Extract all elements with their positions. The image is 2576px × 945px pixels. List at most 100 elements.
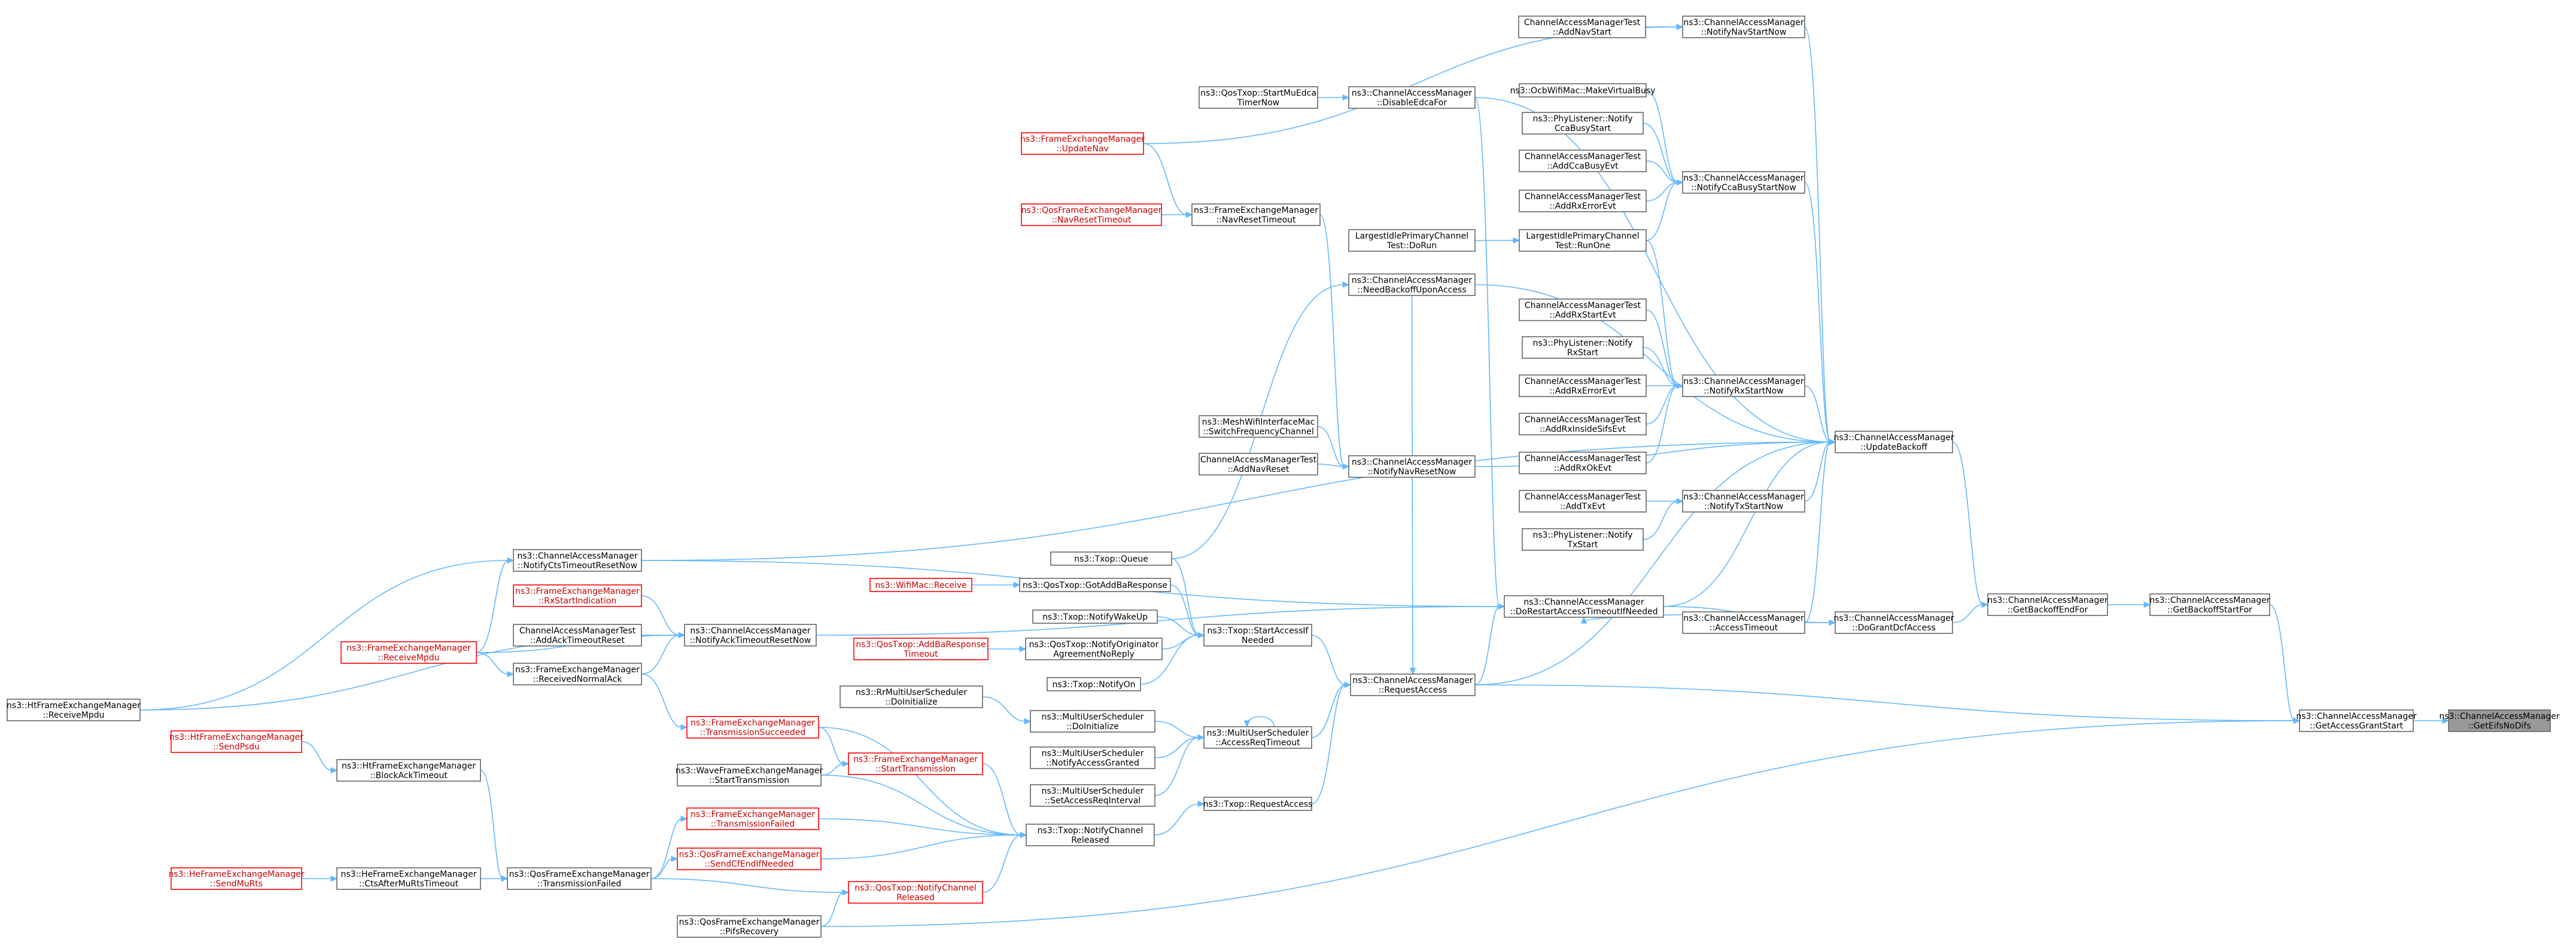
node-box <box>1050 551 1172 566</box>
call-edge <box>1804 438 1836 502</box>
graph-node[interactable]: ns3::MultiUserScheduler::SetAccessReqInt… <box>1030 784 1155 807</box>
graph-node[interactable]: ChannelAccessManagerTest::AddRxOkEvt <box>1519 452 1647 474</box>
node-label: ns3::ChannelAccessManager <box>1523 598 1644 607</box>
graph-node[interactable]: ns3::FrameExchangeManager::TransmissionF… <box>686 807 819 830</box>
node-label: ::StartTransmission <box>709 776 789 785</box>
node-label: ::AddRxErrorEvt <box>1549 386 1616 396</box>
graph-node[interactable]: ns3::FrameExchangeManager::ReceivedNorma… <box>513 663 642 685</box>
call-edge <box>2269 604 2301 724</box>
graph-node[interactable]: ChannelAccessManagerTest::AddAckTimeoutR… <box>513 624 642 647</box>
node-label: ns3::ChannelAccessManager <box>1683 377 1804 386</box>
graph-node[interactable]: ns3::ChannelAccessManager::GetAccessGran… <box>2296 709 2417 732</box>
graph-node[interactable]: ChannelAccessManagerTest::AddNavReset <box>1199 453 1318 475</box>
call-edge <box>1311 681 1352 804</box>
graph-node[interactable]: ns3::ChannelAccessManager::DoRestartAcce… <box>1504 595 1664 618</box>
graph-node[interactable]: ChannelAccessManagerTest::AddNavStart <box>1518 16 1646 38</box>
graph-node[interactable]: ns3::ChannelAccessManager::AccessTimeout <box>1682 611 1805 634</box>
call-edge <box>1154 800 1205 836</box>
graph-node[interactable]: ns3::QosFrameExchangeManager::Transmissi… <box>507 867 652 890</box>
graph-node[interactable]: ns3::ChannelAccessManager::NotifyCtsTime… <box>513 549 642 572</box>
graph-node[interactable]: ns3::ChannelAccessManager::NotifyTxStart… <box>1682 490 1805 513</box>
graph-node[interactable]: ns3::MultiUserScheduler::AccessReqTimeou… <box>1203 726 1312 749</box>
node-label: LargestIdlePrimaryChannel <box>1355 231 1468 241</box>
node-label: CcaBusyStart <box>1555 124 1611 133</box>
graph-node[interactable]: ChannelAccessManagerTest::AddCcaBusyEvt <box>1519 150 1647 172</box>
graph-node[interactable]: ns3::ChannelAccessManager::NeedBackoffUp… <box>1348 273 1476 296</box>
graph-node[interactable]: ns3::ChannelAccessManager::DoGrantDcfAcc… <box>1833 611 1954 634</box>
call-edge <box>139 557 515 711</box>
graph-node[interactable]: ns3::ChannelAccessManager::NotifyNavRese… <box>1348 455 1476 478</box>
call-edge <box>1311 635 1352 688</box>
graph-node[interactable]: ChannelAccessManagerTest::AddRxStartEvt <box>1519 298 1647 321</box>
graph-node[interactable]: ns3::Txop::NotifyWakeUp <box>1032 609 1158 624</box>
graph-node[interactable]: ns3::ChannelAccessManager::GetBackoffEnd… <box>1987 593 2108 616</box>
graph-node[interactable]: ns3::OcbWifiMac::MakeVirtualBusy <box>1510 83 1656 97</box>
call-edge <box>1646 382 1684 425</box>
node-label: ns3::ChannelAccessManager <box>517 551 638 561</box>
graph-node[interactable]: ns3::ChannelAccessManager::GetBackoffSta… <box>2149 593 2270 616</box>
graph-node[interactable]: ns3::MultiUserScheduler::NotifyAccessGra… <box>1030 746 1155 769</box>
graph-node[interactable]: ns3::WifiMac::Receive <box>869 578 972 592</box>
graph-node[interactable]: ns3::ChannelAccessManager::UpdateBackoff <box>1833 431 1954 453</box>
graph-node[interactable]: ns3::FrameExchangeManager::UpdateNav <box>1020 132 1145 155</box>
node-label: ns3::MultiUserScheduler <box>1207 728 1309 738</box>
graph-node[interactable]: ns3::ChannelAccessManager::RequestAccess <box>1350 673 1476 696</box>
graph-node[interactable]: ns3::FrameExchangeManager::ReceiveMpdu <box>340 641 477 664</box>
node-label: ::DoRestartAccessTimeoutIfNeeded <box>1510 607 1657 617</box>
node-label: ns3::ChannelAccessManager <box>2296 712 2417 721</box>
graph-node[interactable]: ns3::HtFrameExchangeManager::ReceiveMpdu <box>7 699 141 721</box>
graph-node[interactable]: ns3::ChannelAccessManager::NotifyNavStar… <box>1682 16 1805 38</box>
graph-node[interactable]: ns3::PhyListener::NotifyCcaBusyStart <box>1522 112 1644 135</box>
graph-node[interactable]: ns3::HeFrameExchangeManager::SendMuRts <box>168 867 305 890</box>
graph-node[interactable]: ChannelAccessManagerTest::AddRxErrorEvt <box>1519 190 1647 212</box>
graph-node[interactable]: ns3::HtFrameExchangeManager::SendPsdu <box>169 730 303 753</box>
graph-node[interactable]: ns3::QosTxop::GotAddBaResponse <box>1019 578 1171 592</box>
node-label: ChannelAccessManagerTest <box>1525 377 1641 386</box>
graph-node[interactable]: ns3::QosFrameExchangeManager::NavResetTi… <box>1021 203 1162 226</box>
graph-node[interactable]: ns3::Txop::Queue <box>1050 551 1172 566</box>
graph-node[interactable]: ns3::ChannelAccessManager::NotifyRxStart… <box>1682 374 1805 397</box>
call-edge <box>972 581 1021 589</box>
node-label: ns3::QosTxop::NotifyOriginator <box>1029 640 1159 650</box>
graph-node[interactable]: ns3::ChannelAccessManager::NotifyAckTime… <box>684 624 817 647</box>
graph-node[interactable]: ns3::QosTxop::NotifyOriginatorAgreementN… <box>1025 638 1163 660</box>
node-label: ::UpdateNav <box>1056 144 1108 154</box>
node-label: ChannelAccessManagerTest <box>1525 415 1641 425</box>
node-label: ns3::PhyListener::Notify <box>1532 531 1632 540</box>
graph-node[interactable]: ns3::Txop::NotifyOn <box>1047 677 1141 691</box>
graph-node[interactable]: ns3::QosFrameExchangeManager::PifsRecove… <box>677 915 822 938</box>
node-box <box>1350 673 1476 696</box>
graph-node[interactable]: ns3::MeshWifiInterfaceMac::SwitchFrequen… <box>1199 415 1318 438</box>
graph-node[interactable]: ns3::FrameExchangeManager::RxStartIndica… <box>513 584 642 607</box>
graph-node[interactable]: ns3::PhyListener::NotifyTxStart <box>1522 528 1644 551</box>
graph-node[interactable]: ns3::WaveFrameExchangeManager::StartTran… <box>676 764 823 787</box>
node-label: ns3::FrameExchangeManager <box>346 644 471 653</box>
graph-node[interactable]: ChannelAccessManagerTest::AddTxEvt <box>1519 490 1647 513</box>
graph-node[interactable]: ns3::RrMultiUserScheduler::DoInitialize <box>840 685 983 708</box>
graph-node[interactable]: ns3::FrameExchangeManager::NavResetTimeo… <box>1191 203 1321 226</box>
graph-node[interactable]: ns3::ChannelAccessManager::NotifyCcaBusy… <box>1682 171 1805 194</box>
graph-node[interactable]: ChannelAccessManagerTest::AddRxErrorEvt <box>1519 374 1647 397</box>
graph-node[interactable]: ns3::HeFrameExchangeManager::CtsAfterMuR… <box>336 867 481 890</box>
node-label: ::AddRxOkEvt <box>1554 464 1612 473</box>
graph-node[interactable]: ns3::FrameExchangeManager::TransmissionS… <box>686 716 819 739</box>
graph-node[interactable]: ns3::ChannelAccessManager::DisableEdcaFo… <box>1348 86 1476 109</box>
graph-node[interactable]: ns3::MultiUserScheduler::DoInitialize <box>1030 710 1155 733</box>
node-label: ::GetEifsNoDifs <box>2468 721 2531 731</box>
graph-node[interactable]: ns3::PhyListener::NotifyRxStart <box>1522 336 1644 359</box>
graph-node[interactable]: ns3::QosFrameExchangeManager::SendCfEndI… <box>677 848 822 870</box>
graph-node[interactable]: ns3::ChannelAccessManager::GetEifsNoDifs <box>2439 709 2560 732</box>
graph-node[interactable]: ns3::Txop::RequestAccess <box>1203 797 1313 811</box>
graph-node[interactable]: ns3::HtFrameExchangeManager::BlockAckTim… <box>336 759 481 782</box>
graph-node[interactable]: ChannelAccessManagerTest::AddRxInsideSif… <box>1519 413 1647 435</box>
node-label: ns3::ChannelAccessManager <box>2439 712 2560 721</box>
node-label: Released <box>1071 836 1109 845</box>
graph-node[interactable]: ns3::FrameExchangeManager::StartTransmis… <box>848 752 983 775</box>
